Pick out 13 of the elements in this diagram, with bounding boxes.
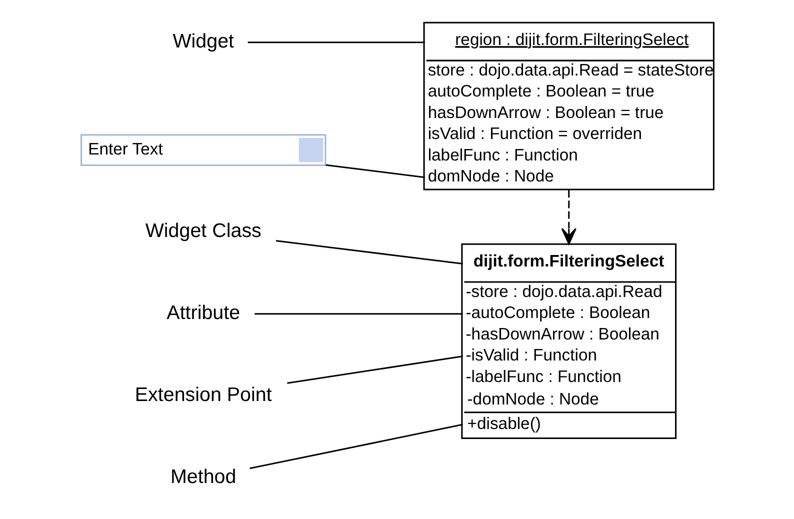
node-box: Enter Text (80, 134, 326, 166)
connector (275, 239, 462, 264)
arrow (560, 190, 576, 244)
node-text: Method (170, 465, 236, 488)
node-text: Extension Point (134, 383, 272, 406)
node-text: Attribute (166, 301, 240, 324)
connector (286, 355, 462, 384)
connector (249, 423, 462, 469)
connector (254, 312, 462, 314)
node-text: Widget (172, 30, 234, 52)
node-text: Widget Class (144, 220, 261, 242)
connector (247, 41, 424, 43)
connector (325, 164, 424, 178)
